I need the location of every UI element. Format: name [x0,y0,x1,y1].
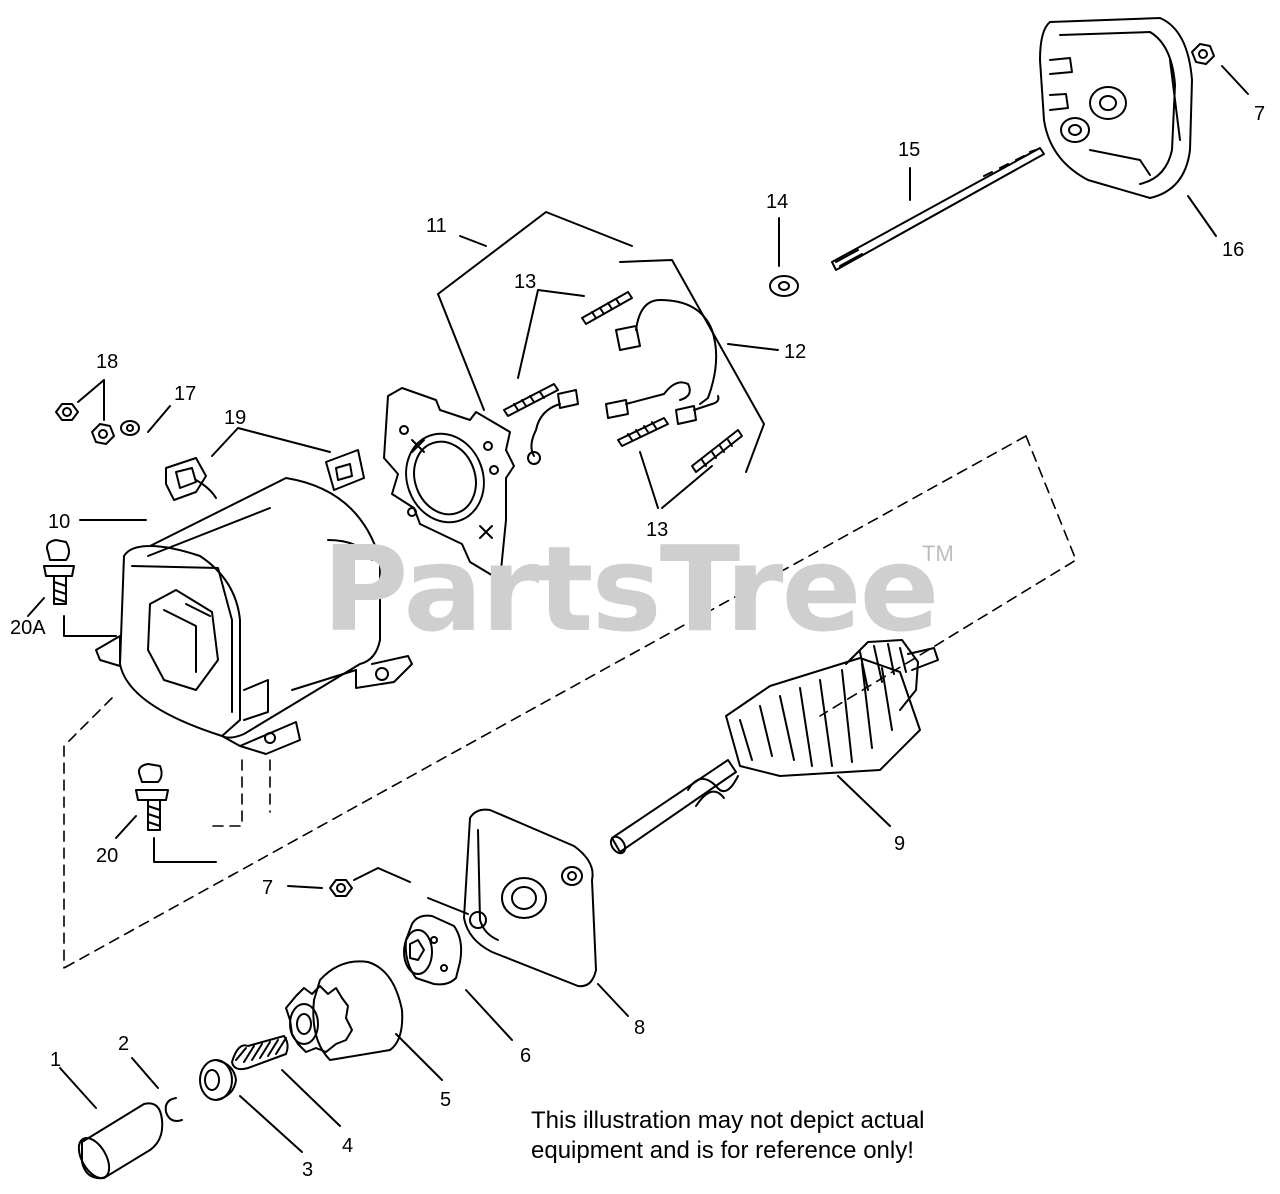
callout-10: 10 [48,511,71,533]
callout-17: 17 [174,383,197,405]
callout-9: 9 [894,833,906,855]
snap-ring-part-2 [164,1097,183,1122]
brush-plate-part-11 [383,387,515,581]
motor-housing-part-10 [95,477,413,755]
callout-7-bottom: 7 [262,877,274,899]
disclaimer-text: This illustration may not depict actual … [531,1107,925,1164]
brush-spring-part-13-lower [617,417,743,473]
nut-part-7-top [1191,43,1215,65]
callout-12: 12 [784,341,807,363]
callout-8: 8 [634,1017,646,1039]
callout-20a: 20A [10,617,46,639]
armature-part-9 [609,639,939,855]
callout-1: 1 [50,1049,62,1071]
drive-flange-part-6 [403,914,463,986]
nut-part-18 [55,403,115,445]
callout-18: 18 [96,351,119,373]
callout-19: 19 [224,407,247,429]
end-cap-part-16 [1039,17,1193,199]
cap-part-1 [77,1102,164,1180]
callout-13-bottom: 13 [646,519,669,541]
callout-15: 15 [898,139,921,161]
brush-lead-part-12 [527,299,720,465]
callout-20: 20 [96,845,119,867]
retainer-part-3 [199,1059,237,1101]
spring-part-4 [231,1035,289,1071]
callout-2: 2 [118,1033,130,1055]
callout-7-top: 7 [1254,103,1266,125]
partstree-watermark: PartsTree [322,520,940,658]
callout-14: 14 [766,191,789,213]
callout-3: 3 [302,1159,314,1181]
nut-part-7-bottom [329,879,353,897]
bolt-part-20a [43,539,75,605]
callout-11: 11 [426,215,447,237]
callout-6: 6 [520,1045,532,1067]
brush-spring-part-13 [503,291,633,417]
callout-4: 4 [342,1135,354,1157]
bolt-part-20 [135,763,169,831]
callout-5: 5 [440,1089,452,1111]
callout-13-top: 13 [514,271,537,293]
terminal-part-19 [165,449,365,501]
trademark-mark: TM [922,541,954,566]
washer-part-14 [769,275,799,297]
drive-end-cap-part-8 [463,808,597,988]
washer-part-17 [120,420,140,436]
drive-pinion-part-5 [285,960,404,1061]
through-bolt-part-15 [831,147,1045,271]
callout-16: 16 [1222,239,1245,261]
